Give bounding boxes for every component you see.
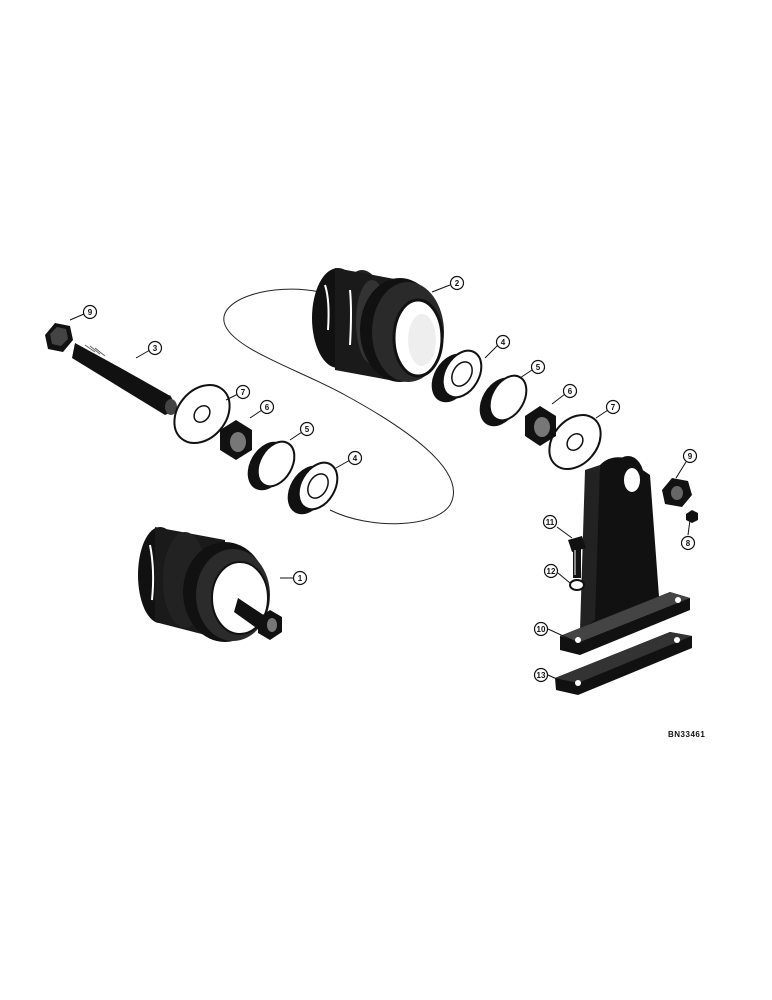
callout-c12: 12 xyxy=(543,563,559,579)
callout-label: 9 xyxy=(88,308,93,317)
callout-circle xyxy=(562,383,578,399)
callout-label: 3 xyxy=(153,344,158,353)
callout-circle xyxy=(347,450,363,466)
callout-circle xyxy=(292,570,308,586)
callout-label: 1 xyxy=(298,574,303,583)
roller-part xyxy=(312,268,444,382)
callout-circle xyxy=(235,384,251,400)
callout-c7b: 7 xyxy=(235,384,251,400)
callout-c4a: 4 xyxy=(495,334,511,350)
nut-right-part xyxy=(662,478,692,507)
callout-label: 8 xyxy=(686,539,691,548)
callout-c5a: 5 xyxy=(530,359,546,375)
callout-circle xyxy=(530,359,546,375)
seal-right-part xyxy=(479,374,528,427)
callout-circle xyxy=(680,535,696,551)
callout-c2: 2 xyxy=(449,275,465,291)
washer-left-part xyxy=(173,384,231,444)
spacer-right-part xyxy=(525,406,556,446)
callout-label: 9 xyxy=(688,452,693,461)
callout-label: 13 xyxy=(537,671,546,680)
callout-label: 7 xyxy=(241,388,246,397)
callout-circle xyxy=(533,667,549,683)
callout-circle xyxy=(449,275,465,291)
callout-circle xyxy=(299,421,315,437)
callout-c11: 11 xyxy=(542,514,558,530)
callout-c6b: 6 xyxy=(259,399,275,415)
lock-washer-part xyxy=(569,579,585,591)
callout-c5b: 5 xyxy=(299,421,315,437)
callout-label: 10 xyxy=(537,625,546,634)
callout-circle xyxy=(495,334,511,350)
callout-circle xyxy=(682,448,698,464)
callout-c6a: 6 xyxy=(562,383,578,399)
bracket-part xyxy=(560,456,690,655)
callout-circle xyxy=(82,304,98,320)
bearing-right-part xyxy=(431,349,483,403)
callout-c10: 10 xyxy=(533,621,549,637)
callout-label: 5 xyxy=(305,425,310,434)
callout-circle xyxy=(542,514,558,530)
washer-right-part xyxy=(548,414,602,470)
callout-circle xyxy=(543,563,559,579)
leader-lines xyxy=(69,284,691,686)
callout-c1: 1 xyxy=(292,570,308,586)
bolt-part xyxy=(568,536,586,578)
grouping-loop xyxy=(223,288,454,525)
callout-c7a: 7 xyxy=(605,399,621,415)
callout-c3: 3 xyxy=(147,340,163,356)
callout-label: 2 xyxy=(455,279,460,288)
callout-c8: 8 xyxy=(680,535,696,551)
bearing-left-part xyxy=(287,461,339,515)
shaft-part xyxy=(45,323,178,415)
callout-circle xyxy=(533,621,549,637)
roller-assembly-part xyxy=(138,527,282,642)
fitting-part xyxy=(686,510,698,523)
drawing-code: BN33461 xyxy=(668,730,705,739)
callout-label: 6 xyxy=(265,403,270,412)
callout-label: 5 xyxy=(536,363,541,372)
callout-c13: 13 xyxy=(533,667,549,683)
callout-circle xyxy=(259,399,275,415)
callout-label: 4 xyxy=(501,338,506,347)
callout-label: 4 xyxy=(353,454,358,463)
callout-c9b: 9 xyxy=(682,448,698,464)
callout-c4b: 4 xyxy=(347,450,363,466)
callout-label: 12 xyxy=(547,567,556,576)
callout-label: 7 xyxy=(611,403,616,412)
plate-part xyxy=(555,632,692,695)
seal-left-part xyxy=(247,440,296,491)
callout-c9a: 9 xyxy=(82,304,98,320)
callout-circle xyxy=(147,340,163,356)
callout-label: 6 xyxy=(568,387,573,396)
callout-circle xyxy=(605,399,621,415)
spacer-left-part xyxy=(220,420,252,460)
callout-label: 11 xyxy=(546,518,555,527)
